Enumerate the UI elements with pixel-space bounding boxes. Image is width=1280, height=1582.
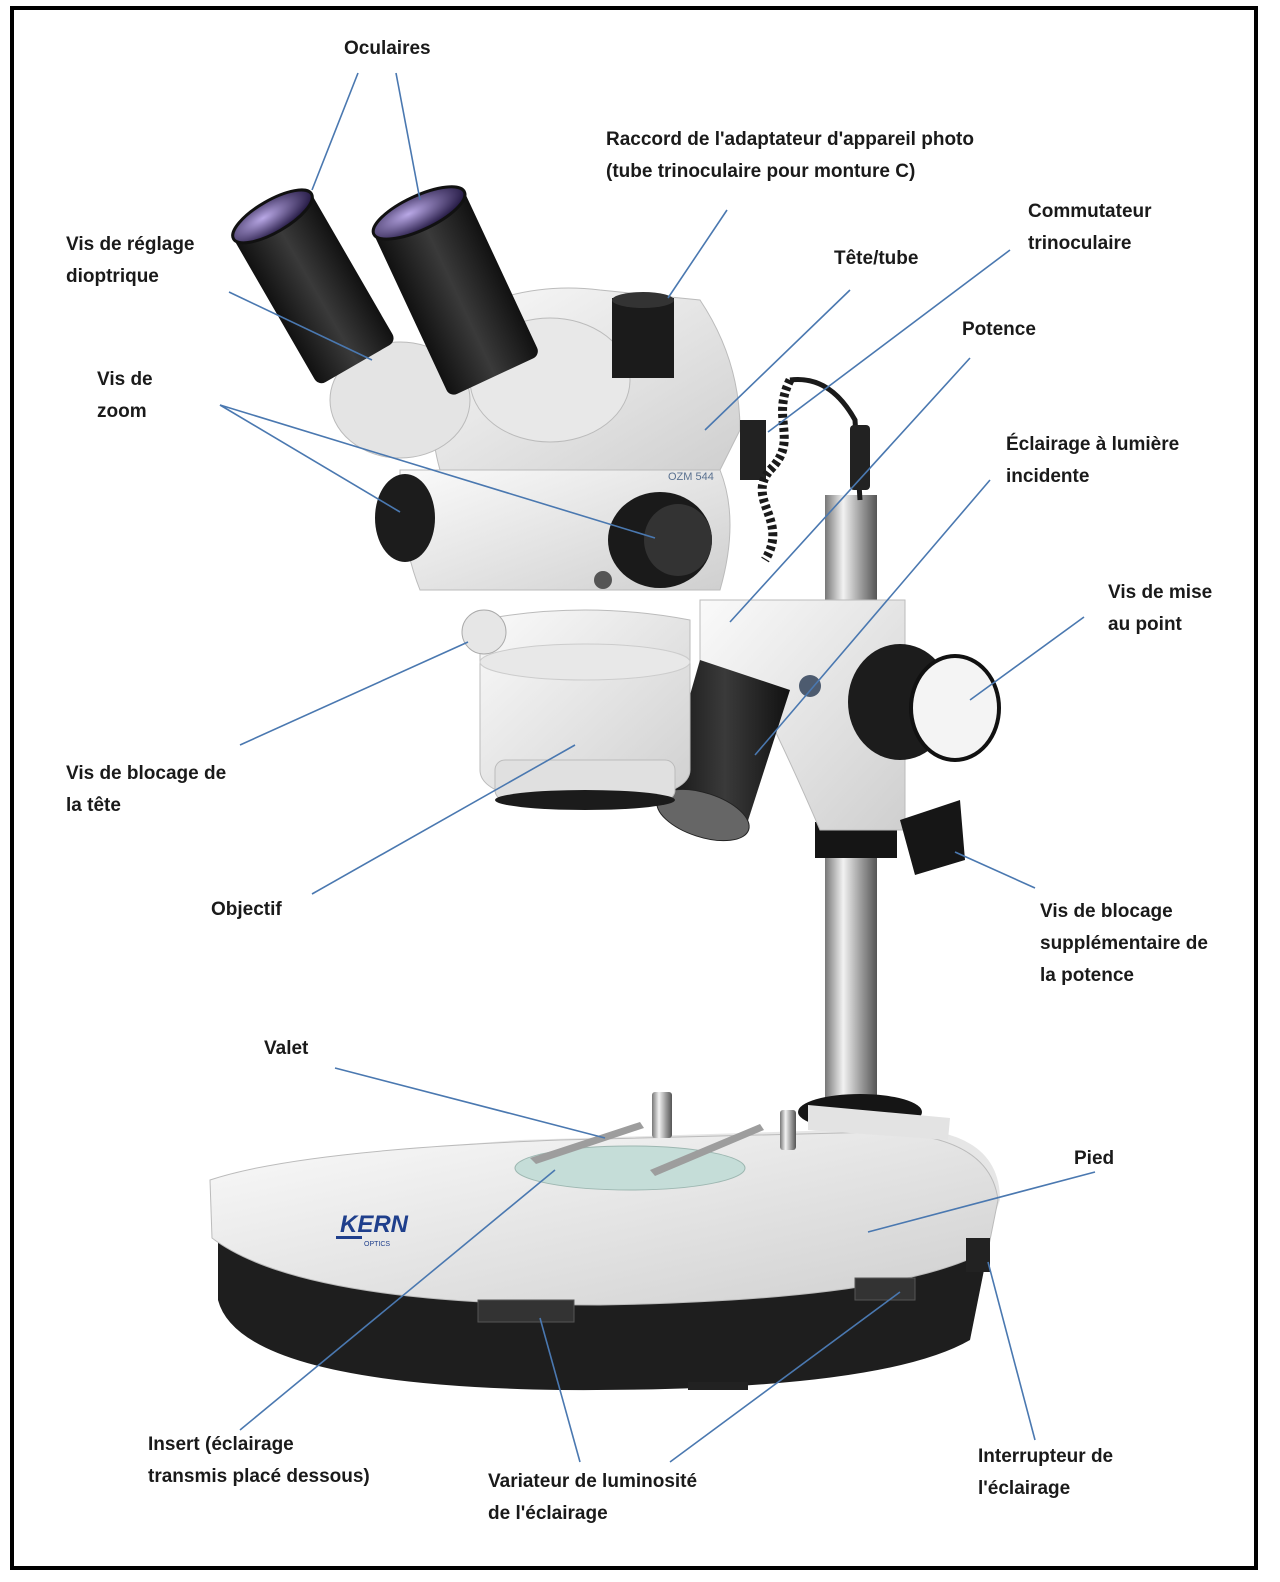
label-objectif: Objectif: [211, 894, 282, 926]
label-potence: Potence: [962, 314, 1036, 346]
eyepiece-left: [226, 180, 397, 386]
leader-mise-au-point: [970, 617, 1084, 700]
brand-logo: KERN: [340, 1211, 409, 1238]
label-mise-au-point: Vis de mise au point: [1108, 577, 1212, 641]
label-raccord: Raccord de l'adaptateur d'appareil photo…: [606, 124, 974, 188]
focus-knob: [848, 644, 999, 760]
label-eclairage-incident: Éclairage à lumière incidente: [1006, 429, 1179, 493]
base-pied: [210, 1128, 1000, 1390]
pillar-lock-knob: [900, 800, 965, 875]
label-valet: Valet: [264, 1033, 308, 1065]
label-insert: Insert (éclairage transmis placé dessous…: [148, 1429, 370, 1493]
label-oculaires: Oculaires: [344, 33, 431, 65]
label-blocage-potence: Vis de blocage supplémentaire de la pote…: [1040, 896, 1208, 992]
head-tube: [330, 288, 766, 480]
leader-blocage-tete: [240, 642, 468, 745]
label-variateur: Variateur de luminosité de l'éclairage: [488, 1466, 697, 1530]
leader-interrupteur: [988, 1262, 1035, 1440]
leader-blocage-potence: [955, 852, 1035, 888]
leader-valet: [335, 1068, 605, 1138]
label-tete-tube: Tête/tube: [834, 243, 918, 275]
label-zoom: Vis de zoom: [97, 364, 153, 428]
leader-oculaires-2: [396, 73, 420, 200]
brand-sub: OPTICS: [364, 1241, 390, 1248]
leader-raccord: [668, 210, 727, 298]
objective-body: [462, 610, 690, 810]
brand-underline: [336, 1236, 362, 1239]
label-pied: Pied: [1074, 1143, 1114, 1175]
leader-objectif: [312, 745, 575, 894]
model-text: OZM 544: [668, 471, 714, 483]
label-reglage-dioptrique: Vis de réglage dioptrique: [66, 229, 195, 293]
zoom-body: [375, 470, 730, 590]
label-blocage-tete: Vis de blocage de la tête: [66, 758, 226, 822]
leader-oculaires-1: [312, 73, 358, 190]
label-interrupteur: Interrupteur de l'éclairage: [978, 1441, 1113, 1505]
label-commutateur: Commutateur trinoculaire: [1028, 196, 1152, 260]
